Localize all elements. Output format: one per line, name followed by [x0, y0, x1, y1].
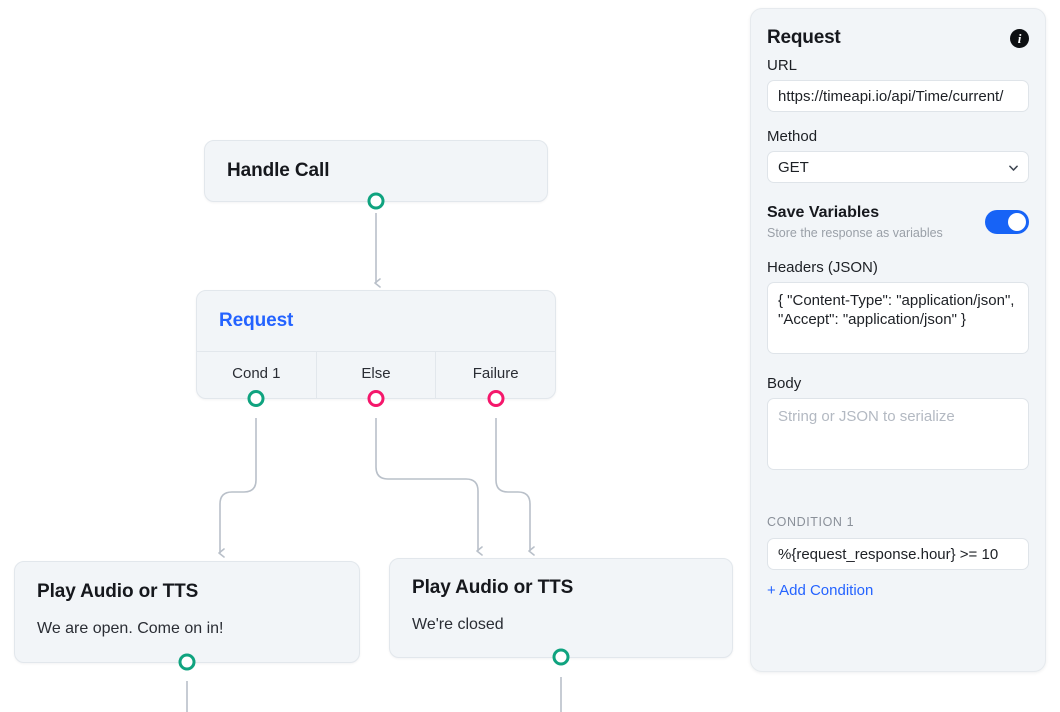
flow-canvas[interactable]: Handle Call Request Cond 1 Else Failure	[0, 0, 750, 712]
node-subtitle: We are open. Come on in!	[37, 620, 224, 637]
node-output-port[interactable]	[178, 653, 196, 671]
method-label: Method	[767, 128, 818, 145]
url-input[interactable]	[767, 80, 1029, 112]
node-subtitle: We're closed	[412, 616, 504, 633]
node-header: Handle Call	[205, 141, 547, 201]
panel-header: Request i	[767, 27, 1029, 49]
method-select-wrap	[767, 151, 1029, 183]
method-field-group: Method	[767, 128, 1029, 183]
port-dot-else[interactable]	[367, 390, 385, 407]
port-label: Cond 1	[232, 365, 281, 382]
panel-title: Request	[767, 27, 841, 48]
port-label: Failure	[472, 365, 519, 382]
node-header: Play Audio or TTS We are open. Come on i…	[15, 562, 359, 662]
condition-1-label: Condition 1	[767, 515, 855, 529]
body-textarea[interactable]	[767, 398, 1029, 470]
save-variables-label: Save Variables	[767, 204, 880, 221]
node-handle-call[interactable]: Handle Call	[204, 140, 548, 210]
port-cell-cond-1[interactable]: Cond 1	[197, 352, 316, 407]
edge-failure-playaudio-closed	[495, 418, 535, 556]
port-dot-cond-1[interactable]	[247, 390, 265, 407]
node-output-port[interactable]	[552, 648, 570, 666]
node-title: Handle Call	[227, 160, 330, 181]
node-title: Play Audio or TTS	[37, 581, 199, 602]
node-output-port[interactable]	[367, 192, 385, 210]
node-ports-row: Cond 1 Else Failure	[197, 351, 555, 407]
node-request[interactable]: Request Cond 1 Else Failure	[196, 290, 556, 407]
add-condition-button[interactable]: + Add Condition	[767, 582, 874, 599]
node-header: Play Audio or TTS We're closed	[390, 559, 732, 657]
save-variables-description: Store the response as variables	[767, 226, 943, 240]
edge-else-playaudio-closed	[375, 418, 483, 556]
condition-field-group: Condition 1 + Add Condition	[767, 515, 1029, 600]
node-play-audio-closed[interactable]: Play Audio or TTS We're closed	[389, 558, 733, 666]
method-select[interactable]	[767, 151, 1029, 183]
port-cell-else[interactable]: Else	[315, 352, 436, 407]
headers-field-group: Headers (JSON) { "Content-Type": "applic…	[767, 259, 1029, 359]
url-label: URL	[767, 57, 798, 74]
info-icon[interactable]: i	[1010, 28, 1029, 48]
node-title: Play Audio or TTS	[412, 577, 574, 598]
save-variables-text: Save Variables Store the response as var…	[767, 203, 943, 241]
url-field-group: URL	[767, 57, 1029, 112]
port-cell-failure[interactable]: Failure	[435, 352, 555, 407]
headers-textarea[interactable]: { "Content-Type": "application/json", "A…	[767, 282, 1029, 354]
port-dot-failure[interactable]	[487, 390, 505, 407]
headers-label: Headers (JSON)	[767, 259, 878, 276]
save-variables-toggle[interactable]	[985, 210, 1029, 234]
request-inspector-panel: Request i URL Method Save Variables Stor…	[750, 8, 1046, 672]
spacer	[767, 491, 1029, 515]
node-header: Request	[197, 291, 555, 351]
port-label: Else	[361, 365, 391, 382]
edge-cond1-playaudio-open	[218, 418, 257, 558]
node-title: Request	[219, 310, 294, 331]
condition-1-input[interactable]	[767, 538, 1029, 570]
toggle-knob	[1008, 213, 1026, 231]
save-variables-row: Save Variables Store the response as var…	[767, 203, 1029, 241]
node-play-audio-open[interactable]: Play Audio or TTS We are open. Come on i…	[14, 561, 360, 671]
body-label: Body	[767, 375, 802, 392]
body-field-group: Body	[767, 375, 1029, 475]
